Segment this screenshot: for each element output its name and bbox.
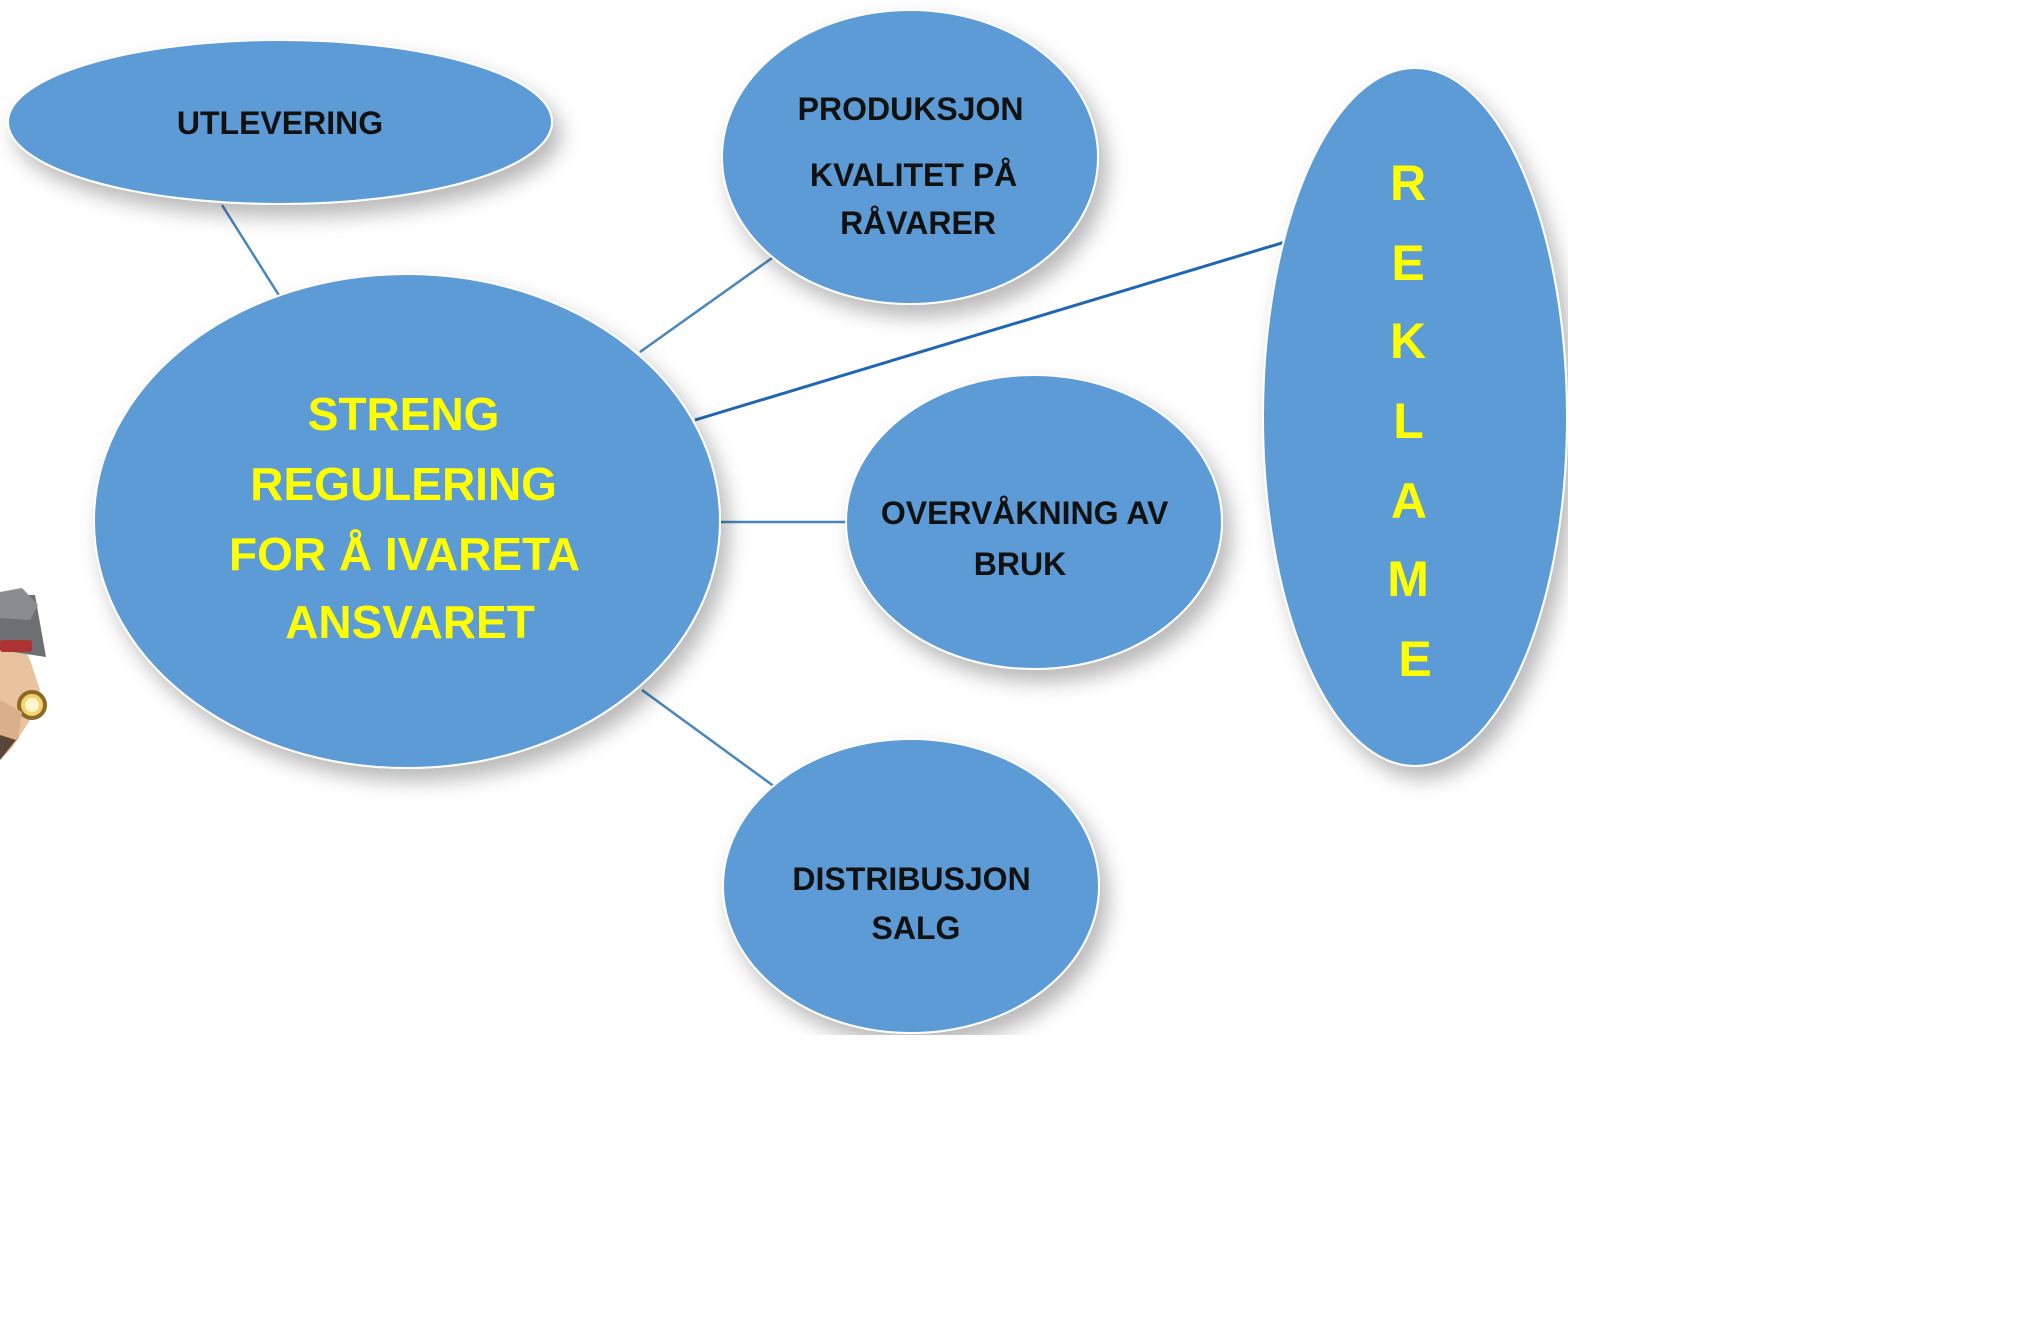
detective-icon: [0, 588, 47, 760]
link-distribusjon: [641, 688, 776, 789]
node-overvakning-label: OVERVÅKNING AV BRUK: [881, 495, 1177, 582]
node-reklame-label: R E K L A M E: [1387, 155, 1443, 687]
node-produksjon: PRODUKSJON KVALITET PÅ RÅVARER: [721, 9, 1099, 305]
link-produksjon: [639, 256, 773, 354]
node-overvakning: OVERVÅKNING AV BRUK: [845, 374, 1223, 670]
node-utlevering-label: UTLEVERING: [177, 105, 383, 141]
node-produksjon-label: PRODUKSJON KVALITET PÅ RÅVARER: [798, 91, 1033, 241]
link-utlevering: [220, 204, 282, 298]
node-distribusjon: DISTRIBUSJON SALG: [722, 738, 1100, 1034]
node-center: STRENG REGULERING FOR Å IVARETA ANSVARET: [93, 273, 721, 769]
node-reklame: R E K L A M E: [1262, 67, 1568, 767]
link-reklame: [694, 240, 1286, 422]
mind-map-diagram: UTLEVERING PRODUKSJON KVALITET PÅ RÅVARE…: [0, 9, 1568, 1034]
center-label: STRENG REGULERING FOR Å IVARETA ANSVARET: [229, 388, 591, 648]
node-distribusjon-label: DISTRIBUSJON SALG: [792, 861, 1039, 946]
node-utlevering: UTLEVERING: [7, 39, 553, 205]
